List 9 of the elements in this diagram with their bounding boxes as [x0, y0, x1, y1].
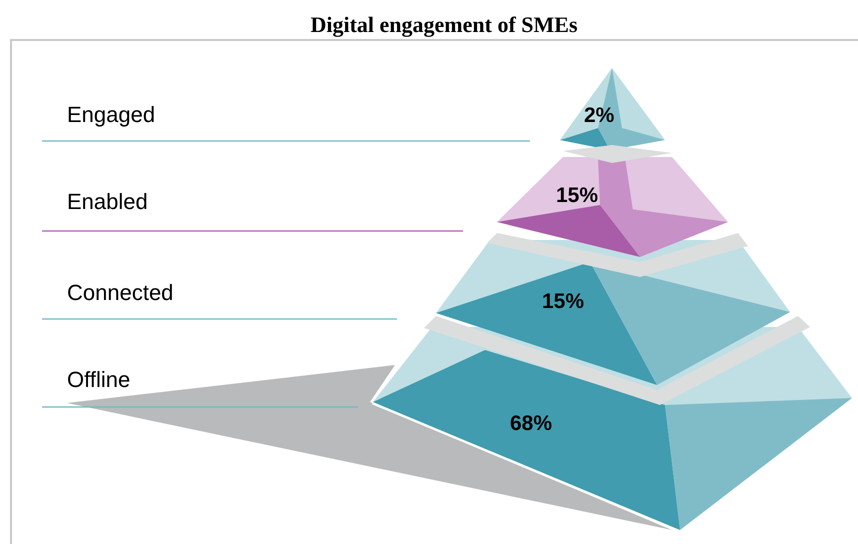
percentage-label: 15% — [542, 289, 584, 315]
level-label: Engaged — [67, 101, 156, 129]
percentage-label: 2% — [584, 103, 614, 129]
chart-title: Digital engagement of SMEs — [309, 12, 579, 38]
level-label: Enabled — [67, 188, 148, 216]
level-label: Offline — [67, 366, 130, 394]
percentage-label: 68% — [510, 411, 552, 437]
percentage-label: 15% — [556, 183, 598, 209]
level-label: Connected — [67, 279, 174, 307]
